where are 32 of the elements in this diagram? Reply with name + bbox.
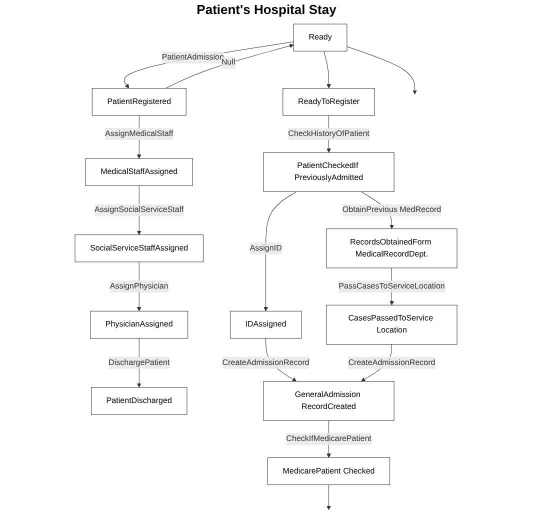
edge-label: CheckHistoryOfPatient xyxy=(288,129,370,138)
node-box: PatientDischarged xyxy=(91,387,188,415)
node-box: Ready xyxy=(294,24,348,52)
node-box: PatientRegistered xyxy=(92,88,187,116)
edge-label: AssignSocialServiceStaff xyxy=(95,206,184,214)
node-box: PatientCheckedIf PreviouslyAdmitted xyxy=(264,152,395,192)
node-box: MedicalStaffAssigned xyxy=(86,158,194,186)
arrow xyxy=(347,46,418,94)
edge-label: DischargePatient xyxy=(109,358,170,367)
edge-label: CreateAdmissionRecord xyxy=(222,358,310,367)
node-box: GeneralAdmission RecordCreated xyxy=(264,381,395,421)
node-box: PhysicianAssigned xyxy=(90,310,189,338)
node-box: RecordsObtainedForm MedicalRecordDept. xyxy=(326,228,458,268)
node-box: MedicarePatient Checked xyxy=(268,457,391,486)
edge-label: AssignMedicalStaff xyxy=(106,129,174,138)
node-box: IDAssigned xyxy=(230,310,302,338)
arrow xyxy=(124,42,294,88)
arrow xyxy=(327,484,332,510)
node-box: CasesPassedToService Location xyxy=(326,304,458,344)
edge-label: CheckIfMedicarePatient xyxy=(286,434,372,444)
node-box: SocialServiceStaffAssigned xyxy=(75,234,204,262)
edge-label: AssignID xyxy=(250,244,282,252)
arrow xyxy=(324,50,332,88)
edge-label: ObtainPrevious MedRecord xyxy=(342,206,442,214)
diagram-title: Patient's Hospital Stay xyxy=(196,1,338,19)
node-box: ReadyToRegister xyxy=(283,88,376,116)
edge-label: Null xyxy=(222,58,236,67)
edge-label: AssignPhysician xyxy=(110,282,169,291)
arrow xyxy=(264,191,298,312)
arrow xyxy=(166,44,294,89)
edge-label: PassCasesToServiceLocation xyxy=(339,282,446,291)
edge-label: CreateAdmissionRecord xyxy=(348,358,436,367)
